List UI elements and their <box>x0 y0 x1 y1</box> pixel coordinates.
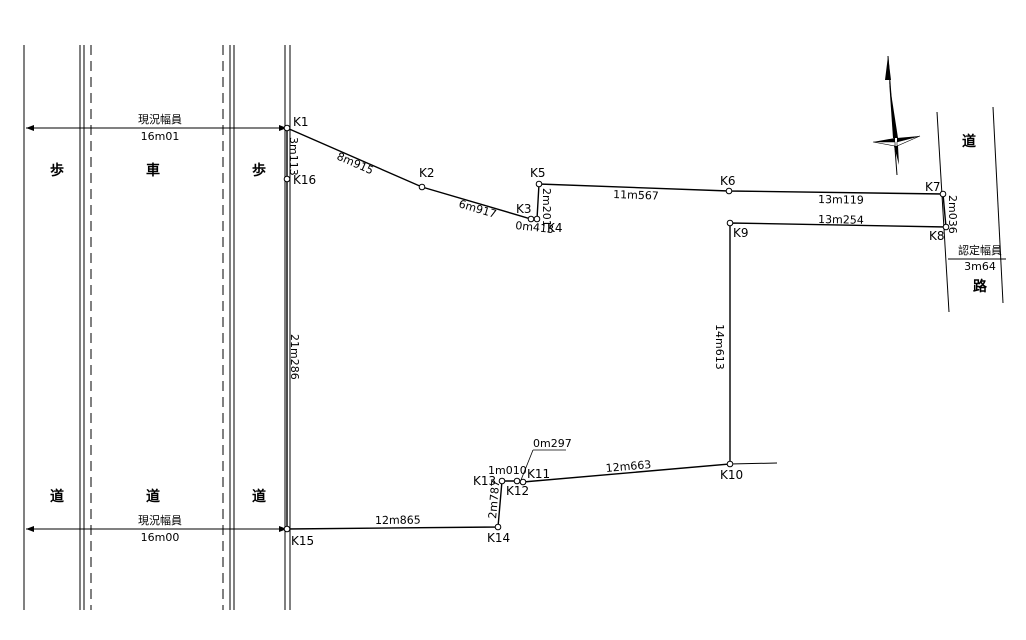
kanji-road-bottom-center: 道 <box>146 488 160 505</box>
kanji-right-road-bottom: 路 <box>973 278 988 295</box>
point-k15 <box>283 525 291 533</box>
kanji-walk-top-right: 歩 <box>252 162 266 179</box>
width-bottom-label: 現況幅員 <box>138 513 182 527</box>
dist-k6-k7: 13m119 <box>818 193 864 207</box>
point-k8 <box>942 223 950 231</box>
label-k16: K16 <box>293 173 316 187</box>
dist-k2-k3: 6m917 <box>457 197 498 220</box>
label-k8: K8 <box>929 229 945 243</box>
label-k4: K4 <box>547 221 563 235</box>
north-arrow-icon <box>872 55 921 176</box>
width-top-label: 現況幅員 <box>138 112 182 126</box>
dist-k8-k9: 13m254 <box>818 213 864 227</box>
dist-k4-k5: 2m201 <box>540 188 553 227</box>
dist-k14-k15: 12m865 <box>375 514 421 527</box>
dist-k7-k8: 2m036 <box>946 195 959 234</box>
point-k6 <box>725 187 733 195</box>
point-k5 <box>535 180 543 188</box>
right-road <box>936 106 1006 313</box>
label-k10: K10 <box>720 468 743 482</box>
point-k12 <box>513 477 521 485</box>
dist-k1-k16: 3m113 <box>287 137 300 176</box>
point-k14 <box>494 523 502 531</box>
left-road-width-top: 現況幅員 16m01 <box>26 112 287 143</box>
kanji-car-top: 車 <box>146 162 160 179</box>
dist-k3-k4: 0m413 <box>515 219 555 236</box>
kanji-road-bottom-left: 道 <box>50 488 64 505</box>
label-k11: K11 <box>527 467 550 481</box>
point-k11 <box>519 478 527 486</box>
kanji-road-bottom-right: 道 <box>252 488 266 505</box>
point-k7 <box>939 190 947 198</box>
point-k13 <box>498 477 506 485</box>
width-bottom-value: 16m00 <box>141 531 180 544</box>
label-k9: K9 <box>733 226 749 240</box>
label-k2: K2 <box>419 166 435 180</box>
left-road-width-bottom: 現況幅員 16m00 <box>26 513 287 544</box>
label-k5: K5 <box>530 166 546 180</box>
left-road <box>23 45 291 610</box>
width-top-value: 16m01 <box>141 130 180 143</box>
dist-k13-k14: 2m787 <box>486 480 502 520</box>
dist-k10-k11: 12m663 <box>605 458 652 475</box>
right-road-width-value: 3m64 <box>964 260 996 273</box>
dist-k1-k2: 8m915 <box>335 150 376 177</box>
point-k10 <box>726 460 734 468</box>
right-road-width-label: 認定幅員 <box>958 243 1002 257</box>
dist-k12-k13: 1m010 <box>488 464 527 477</box>
point-k4 <box>533 215 541 223</box>
point-k16 <box>283 175 291 183</box>
point-k9 <box>726 219 734 227</box>
label-k7: K7 <box>925 180 941 194</box>
label-k12: K12 <box>506 484 529 498</box>
label-k13: K13 <box>473 474 496 488</box>
kanji-right-road-top: 道 <box>962 133 976 150</box>
label-k6: K6 <box>720 174 736 188</box>
point-k1 <box>283 124 291 132</box>
label-k14: K14 <box>487 531 510 545</box>
kanji-walk-top-left: 歩 <box>50 162 64 179</box>
dist-k15-k1: 21m286 <box>288 334 301 380</box>
label-k15: K15 <box>291 534 314 548</box>
dist-k5-k6: 11m567 <box>613 188 659 203</box>
dist-k11-k12: 0m297 <box>533 437 572 450</box>
label-k1: K1 <box>293 115 309 129</box>
dist-k9-k10: 14m613 <box>713 324 726 370</box>
label-k3: K3 <box>516 202 532 216</box>
point-k2 <box>418 183 426 191</box>
